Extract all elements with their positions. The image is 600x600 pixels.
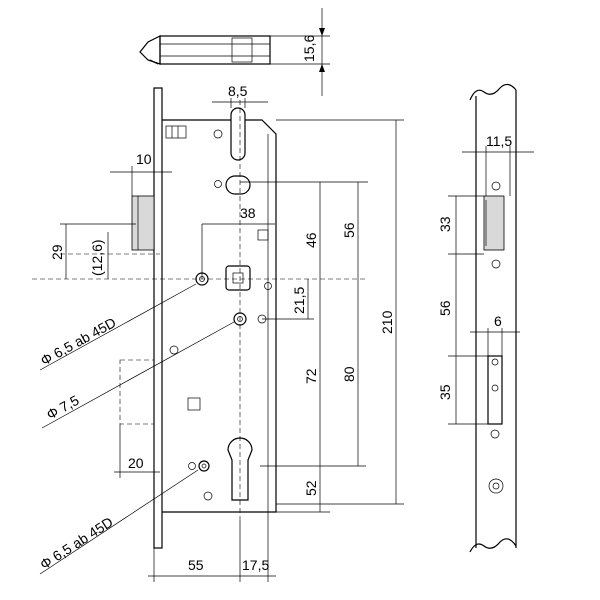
dim-46: 46: [303, 232, 319, 248]
dim-15-6: 15,6: [301, 35, 317, 62]
dim-55: 55: [188, 557, 204, 573]
dim-80: 80: [341, 366, 357, 382]
side-view: [448, 83, 534, 553]
dim-6: 6: [494, 313, 502, 329]
dim-10: 10: [136, 151, 152, 167]
dim-20: 20: [128, 455, 144, 471]
front-view: [32, 87, 404, 582]
dim-52: 52: [303, 480, 319, 496]
top-view: [139, 8, 330, 96]
callout-hole-mid: Φ 7,5: [44, 392, 82, 423]
dim-21-5: 21,5: [291, 287, 307, 314]
dim-29: 29: [49, 244, 65, 260]
dim-38: 38: [240, 205, 256, 221]
dim-12-6: (12,6): [89, 239, 105, 276]
callout-hole-bottom: Φ 6,5 ab 45D: [37, 514, 116, 573]
dim-210: 210: [379, 310, 395, 334]
callout-hole-top: Φ 6,5 ab 45D: [38, 314, 119, 369]
dim-72: 72: [303, 368, 319, 384]
dim-8-5: 8,5: [228, 83, 248, 99]
dim-11-5: 11,5: [486, 133, 512, 149]
dim-33: 33: [437, 216, 453, 232]
dim-35: 35: [437, 384, 453, 400]
dim-56-top: 56: [341, 222, 357, 238]
dim-56-right: 56: [437, 300, 453, 316]
dim-17-5: 17,5: [242, 557, 269, 573]
